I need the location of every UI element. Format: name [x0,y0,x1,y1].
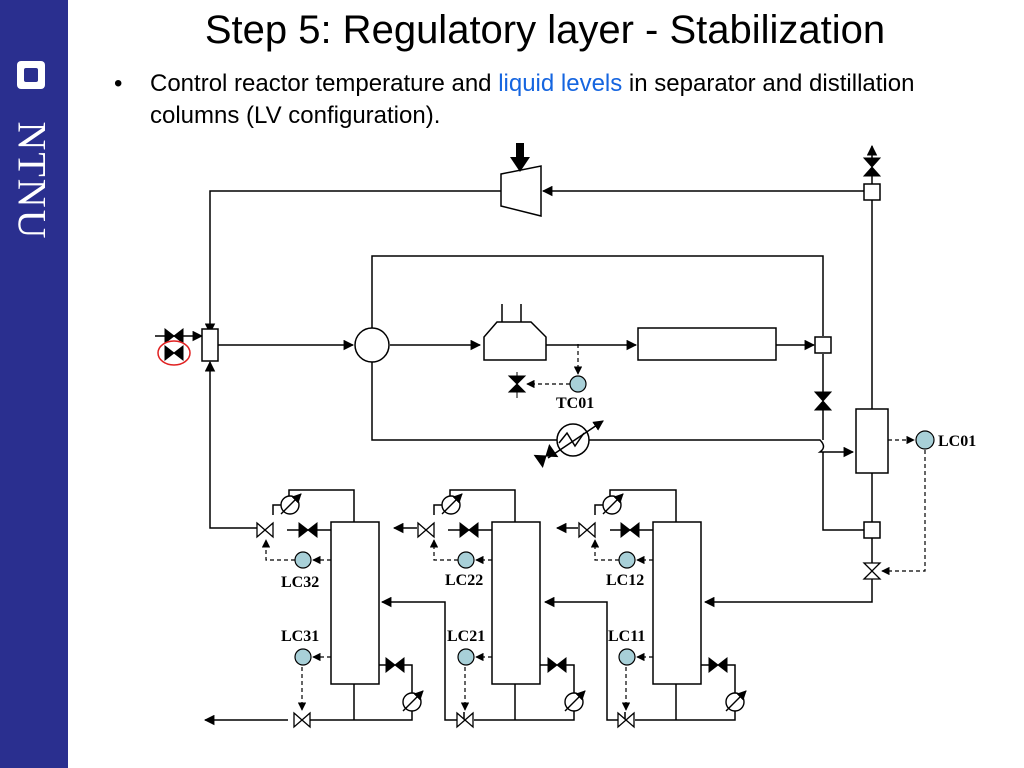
vent-valve-icon [862,157,882,177]
tc-valve-icon [507,372,527,398]
column-2 [491,521,541,685]
tc01-label: TC01 [556,395,594,412]
process-node [354,327,390,363]
col2-condenser-icon [441,493,463,515]
cooler-valve-icon [533,443,559,469]
separator-outlet-valve-icon [862,562,882,580]
signal-lines [261,344,926,711]
process-lines [155,144,878,726]
lc21-label: LC21 [447,628,485,645]
lc22-label: LC22 [445,572,483,589]
col3-reboiler-icon [402,690,424,712]
col3-distillate-valve-icon [256,521,274,539]
separator [855,408,889,474]
recycle-valve-icon [813,391,833,411]
lc22-controller [457,551,475,569]
column-1 [652,521,702,685]
col1-distillate-valve-icon [578,521,596,539]
lc21-controller [457,648,475,666]
col3-reflux-valve-icon [298,521,318,539]
feed-valve-top-icon [164,327,184,345]
highlight-ellipse [157,340,191,366]
col2-distillate-valve-icon [417,521,435,539]
col1-reboiler-icon [725,690,747,712]
bullet-text-start: Control reactor temperature and [150,70,499,97]
col2-boilup-valve-icon [547,656,567,674]
slide-title: Step 5: Regulatory layer - Stabilization [204,8,886,52]
lc32-controller [294,551,312,569]
col3-boilup-valve-icon [385,656,405,674]
col2-reboiler-icon [564,690,586,712]
col1-condenser-icon [602,493,624,515]
col3-condenser-icon [280,493,302,515]
bullet-highlight: liquid levels [498,70,623,97]
lc31-label: LC31 [281,628,319,645]
lc32-label: LC32 [281,574,319,591]
bullet-text: Control reactor temperature and liquid l… [150,68,970,132]
lc31-controller [294,648,312,666]
col2-bottoms-valve-icon [456,711,474,729]
feed-mixer [201,328,219,362]
bullet-text-end: in separator and distillation columns (L… [150,70,915,129]
lc01-controller [915,430,935,450]
feed-valve-bottom-icon [164,344,184,362]
lc01-label: LC01 [938,433,976,450]
plug-flow-block [637,327,777,361]
lc12-controller [618,551,636,569]
lc11-label: LC11 [608,628,645,645]
col1-reflux-valve-icon [620,521,640,539]
lc11-controller [618,648,636,666]
ntnu-logo-icon [17,61,45,89]
splitter-top [863,183,881,201]
power-input-arrow [510,143,530,172]
col1-boilup-valve-icon [708,656,728,674]
tc01-controller [569,375,587,393]
col3-bottoms-valve-icon [293,711,311,729]
cooler-icon [547,420,604,459]
splitter-bottom [863,521,881,539]
splitter-mid [814,336,832,354]
reactor [483,304,547,361]
ntnu-sidebar: NTNU [0,0,68,768]
compressor [500,165,542,217]
bullet-marker: • [114,70,123,97]
lc12-label: LC12 [606,572,644,589]
col1-bottoms-valve-icon [617,711,635,729]
col2-reflux-valve-icon [459,521,479,539]
column-3 [330,521,380,685]
